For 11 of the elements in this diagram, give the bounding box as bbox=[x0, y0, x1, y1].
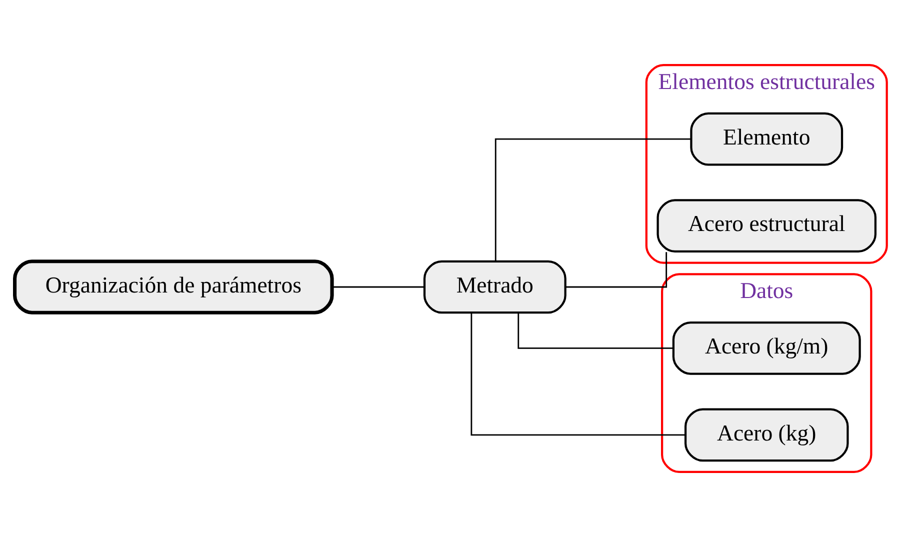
connector bbox=[332, 286, 424, 288]
connector bbox=[470, 312, 685, 436]
node-box: Elemento bbox=[690, 112, 843, 166]
node-box: Organización de parámetros bbox=[12, 260, 334, 314]
connector bbox=[494, 138, 691, 262]
node-box: Acero (kg) bbox=[684, 408, 848, 462]
node-box: Acero estructural bbox=[656, 199, 876, 252]
node-box: Metrado bbox=[422, 260, 566, 314]
node-box: Acero (kg/m) bbox=[672, 322, 860, 375]
connector bbox=[517, 313, 672, 349]
connector bbox=[565, 252, 667, 288]
